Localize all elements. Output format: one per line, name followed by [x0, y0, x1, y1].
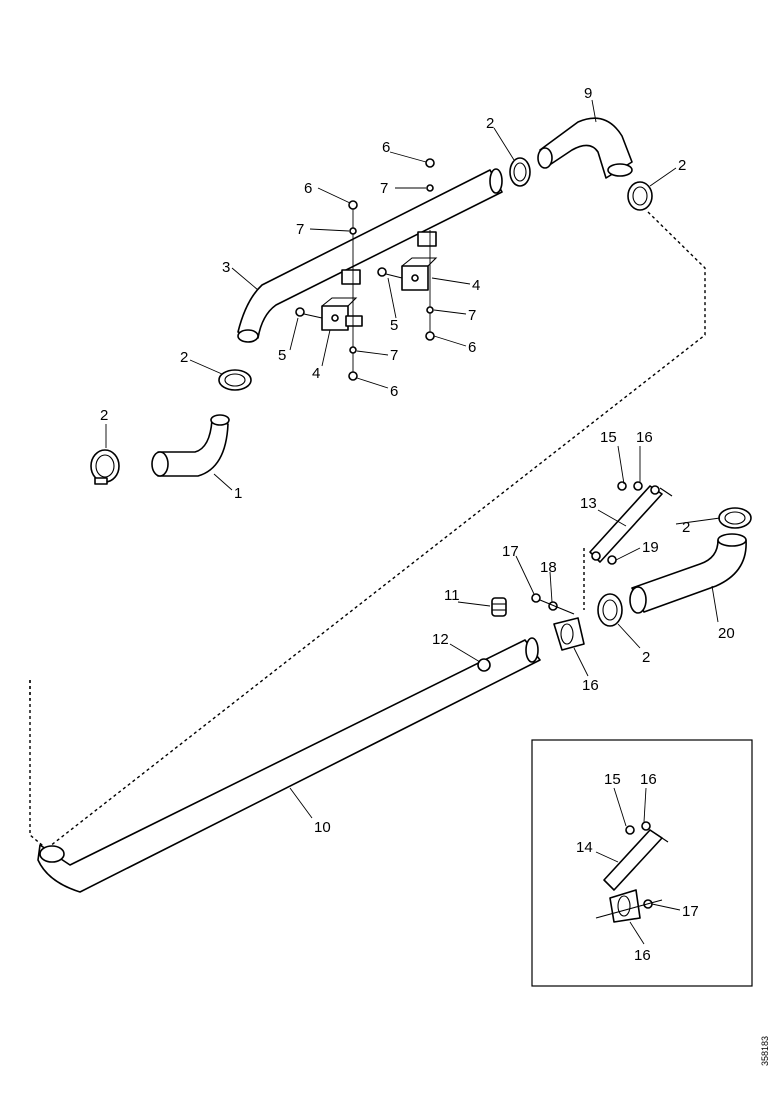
label-part-15: 15 — [600, 429, 617, 446]
part-11-plug — [491, 597, 507, 617]
label-part-10: 10 — [314, 819, 331, 836]
part-4-bracket-left — [321, 297, 358, 331]
part-12-fitting — [477, 658, 491, 672]
part-2-clamp-lower — [597, 593, 623, 627]
part-9-upper-elbow — [537, 117, 633, 179]
label-part-18: 18 — [540, 559, 557, 576]
fasteners-upper — [295, 158, 435, 381]
inset-part-16-clamp — [595, 889, 663, 923]
label-part-6: 6 — [382, 139, 390, 156]
label-part-6: 6 — [304, 180, 312, 197]
label-part-4: 4 — [472, 277, 480, 294]
part-10-lower-pipe — [37, 637, 541, 893]
label-part-2: 2 — [100, 407, 108, 424]
inset-label-part-14: 14 — [576, 839, 593, 856]
part-1-elbow-pipe — [151, 414, 230, 477]
label-part-19: 19 — [642, 539, 659, 556]
inset-detail-box — [531, 739, 753, 987]
label-part-6: 6 — [468, 339, 476, 356]
label-part-2: 2 — [180, 349, 188, 366]
leader-lines — [105, 99, 721, 945]
part-16-clamp — [553, 617, 585, 651]
label-part-12: 12 — [432, 631, 449, 648]
inset-label-part-16: 16 — [634, 947, 651, 964]
inset-part-14-strap — [603, 821, 669, 891]
label-part-7: 7 — [380, 180, 388, 197]
label-part-11: 11 — [444, 587, 460, 604]
label-part-2: 2 — [678, 157, 686, 174]
label-part-18: 16 — [636, 429, 653, 446]
dashed-connection-left — [29, 680, 49, 851]
label-part-1: 1 — [234, 485, 242, 502]
label-part-5: 5 — [278, 347, 286, 364]
label-part-6: 6 — [390, 383, 398, 400]
part-4-bracket-right — [401, 257, 438, 291]
label-part-9: 9 — [584, 85, 592, 102]
part-2-clamp-right — [627, 181, 653, 211]
label-part-5: 5 — [390, 317, 398, 334]
label-part-7: 7 — [390, 347, 398, 364]
inset-label-part-15: 15 — [604, 771, 621, 788]
part-20-lower-elbow — [629, 533, 747, 614]
label-part-4: 4 — [312, 365, 320, 382]
label-part-13: 13 — [580, 495, 597, 512]
label-part-17: 17 — [502, 543, 519, 560]
part-13-strap — [589, 481, 673, 565]
label-part-7: 7 — [296, 221, 304, 238]
part-2-clamp-upper — [509, 157, 531, 187]
part-2-clamp-lower-right — [718, 507, 752, 529]
part-2-clamp-mid — [218, 369, 252, 391]
label-part-20: 20 — [718, 625, 735, 642]
part-2-clamp-left — [90, 449, 120, 485]
drawing-code: 358183 — [760, 1036, 770, 1066]
part-3-upper-pipe — [237, 168, 503, 343]
label-part-16: 16 — [582, 677, 599, 694]
label-part-2: 2 — [642, 649, 650, 666]
inset-label-part-17: 17 — [682, 903, 699, 920]
dashed-connection-upper — [44, 211, 706, 851]
inset-label-part-18: 16 — [640, 771, 657, 788]
label-part-2: 2 — [486, 115, 494, 132]
label-part-3: 3 — [222, 259, 230, 276]
label-part-7: 7 — [468, 307, 476, 324]
pipe-hanger-clamps — [341, 231, 437, 327]
label-part-2: 2 — [682, 519, 690, 536]
fasteners-17-18 — [531, 593, 575, 615]
